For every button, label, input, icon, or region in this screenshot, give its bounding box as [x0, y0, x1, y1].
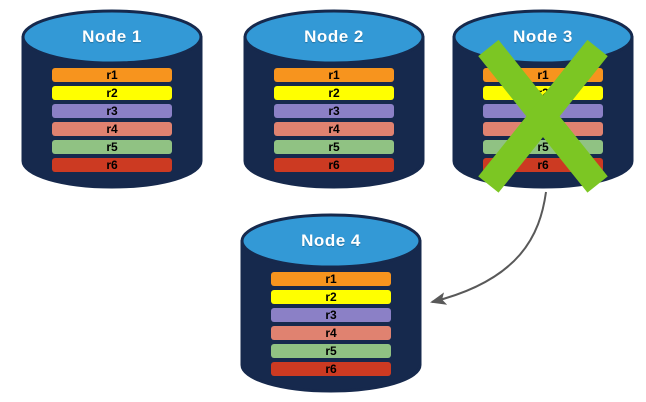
node-3-row-r6[interactable]: r6	[482, 158, 604, 172]
node-1-row-r1[interactable]: r1	[51, 68, 173, 82]
node-3-row-r2[interactable]: r2	[482, 86, 604, 100]
node-4-rows: r1 r2 r3 r4 r5 r6	[270, 272, 392, 376]
node-1-row-r6[interactable]: r6	[51, 158, 173, 172]
node-2-row-r6[interactable]: r6	[273, 158, 395, 172]
node-2-row-r3[interactable]: r3	[273, 104, 395, 118]
node-4-row-r2[interactable]: r2	[270, 290, 392, 304]
node-2-row-r5[interactable]: r5	[273, 140, 395, 154]
node-4-row-r3[interactable]: r3	[270, 308, 392, 322]
node-3-row-r3[interactable]: r3	[482, 104, 604, 118]
node-3-row-r1[interactable]: r1	[482, 68, 604, 82]
node-1-rows: r1 r2 r3 r4 r5 r6	[51, 68, 173, 172]
node-4-row-r6[interactable]: r6	[270, 362, 392, 376]
node-2-rows: r1 r2 r3 r4 r5 r6	[273, 68, 395, 172]
node-4-row-r1[interactable]: r1	[270, 272, 392, 286]
cylinder-top-ellipse	[240, 213, 422, 269]
node-4-row-r5[interactable]: r5	[270, 344, 392, 358]
cylinder-top-ellipse	[243, 9, 425, 65]
node-1-row-r2[interactable]: r2	[51, 86, 173, 100]
node-3-row-r5[interactable]: r5	[482, 140, 604, 154]
node-2-row-r2[interactable]: r2	[273, 86, 395, 100]
node-1-row-r3[interactable]: r3	[51, 104, 173, 118]
node-3-row-r4[interactable]: r4	[482, 122, 604, 136]
migration-arrow-path	[430, 191, 547, 305]
node-2-row-r1[interactable]: r1	[273, 68, 395, 82]
node-1-row-r4[interactable]: r4	[51, 122, 173, 136]
cylinder-top-ellipse	[452, 9, 634, 65]
node-4-row-r4[interactable]: r4	[270, 326, 392, 340]
cylinder-top-ellipse	[21, 9, 203, 65]
node-2-row-r4[interactable]: r4	[273, 122, 395, 136]
node-1-row-r5[interactable]: r5	[51, 140, 173, 154]
node-3-rows: r1 r2 r3 r4 r5 r6	[482, 68, 604, 172]
